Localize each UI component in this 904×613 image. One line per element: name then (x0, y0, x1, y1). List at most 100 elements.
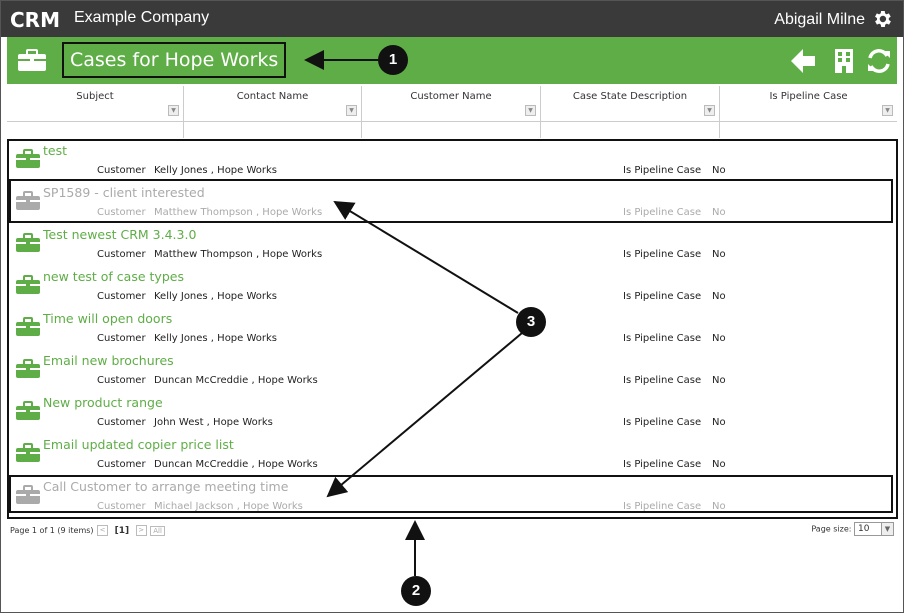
pipeline-value: No (712, 417, 726, 428)
pipeline-field-label: Is Pipeline Case (623, 291, 702, 302)
briefcase-icon (16, 275, 40, 294)
current-page[interactable]: [1] (114, 526, 130, 536)
pipeline-value: No (712, 249, 726, 260)
pipeline-field-label: Is Pipeline Case (623, 249, 702, 260)
customer-field-label: Customer (97, 459, 146, 470)
gear-icon[interactable] (871, 8, 893, 30)
pipeline-field-label: Is Pipeline Case (623, 207, 702, 218)
pipeline-field-label: Is Pipeline Case (623, 417, 702, 428)
pipeline-field-label: Is Pipeline Case (623, 501, 702, 512)
page-size-select[interactable]: 10 ▼ (854, 522, 894, 536)
page-header-bar: Cases for Hope Works (7, 37, 897, 84)
show-all-button[interactable]: All (150, 525, 165, 536)
column-headers: Subject ▼ Contact Name ▼ Customer Name ▼… (7, 86, 897, 122)
filter-dropdown-icon[interactable]: ▼ (168, 105, 179, 116)
customer-field-label: Customer (97, 501, 146, 512)
column-is-pipeline[interactable]: Is Pipeline Case ▼ (720, 86, 897, 122)
page-title: Cases for Hope Works (62, 42, 287, 78)
briefcase-icon (16, 149, 40, 168)
pipeline-value: No (712, 165, 726, 176)
pipeline-field-label: Is Pipeline Case (623, 165, 702, 176)
pager-info: Page 1 of 1 (9 items) (10, 526, 94, 535)
refresh-icon[interactable] (865, 47, 893, 75)
filter-dropdown-icon[interactable]: ▼ (704, 105, 715, 116)
filter-input-contact[interactable] (184, 122, 362, 138)
column-label: Case State Description (572, 91, 688, 102)
inactive-case-highlight (9, 475, 893, 513)
case-subject[interactable]: New product range (43, 395, 163, 410)
customer-field-label: Customer (97, 375, 146, 386)
pipeline-value: No (712, 207, 726, 218)
svg-text:CRM: CRM (10, 8, 60, 30)
filter-input-state[interactable] (541, 122, 720, 138)
page-size-label: Page size: (811, 524, 852, 534)
pipeline-value: No (712, 501, 726, 512)
case-subject[interactable]: Test newest CRM 3.4.3.0 (43, 227, 197, 242)
column-label: Is Pipeline Case (769, 91, 848, 102)
customer-field-label: Customer (97, 207, 146, 218)
filter-input-customer[interactable] (362, 122, 541, 138)
pipeline-field-label: Is Pipeline Case (623, 375, 702, 386)
page-size-value: 10 (858, 524, 870, 534)
back-arrow-icon[interactable] (789, 47, 817, 75)
customer-value: Matthew Thompson , Hope Works (154, 207, 323, 218)
callout-3: 3 (516, 307, 546, 337)
filter-input-pipeline[interactable] (720, 122, 897, 138)
pipeline-value: No (712, 291, 726, 302)
briefcase-icon (18, 49, 46, 71)
customer-value: Kelly Jones , Hope Works (154, 165, 278, 176)
filter-input-subject[interactable] (7, 122, 184, 138)
chevron-down-icon[interactable]: ▼ (881, 523, 893, 535)
customer-field-label: Customer (97, 249, 146, 260)
filter-dropdown-icon[interactable]: ▼ (525, 105, 536, 116)
callout-2: 2 (401, 576, 431, 606)
briefcase-icon (16, 401, 40, 420)
customer-field-label: Customer (97, 165, 146, 176)
case-subject[interactable]: test (43, 143, 68, 158)
top-bar: CRM Example Company Abigail Milne (1, 1, 903, 37)
next-page-button[interactable]: > (135, 525, 147, 536)
case-subject[interactable]: Email updated copier price list (43, 437, 234, 452)
customer-value: Kelly Jones , Hope Works (154, 333, 278, 344)
customer-value: Kelly Jones , Hope Works (154, 291, 278, 302)
case-subject[interactable]: new test of case types (43, 269, 184, 284)
inactive-case-highlight (9, 179, 893, 223)
filter-dropdown-icon[interactable]: ▼ (882, 105, 893, 116)
crm-logo[interactable]: CRM (10, 8, 66, 30)
column-case-state[interactable]: Case State Description ▼ (541, 86, 720, 122)
column-subject[interactable]: Subject ▼ (7, 86, 184, 122)
column-contact-name[interactable]: Contact Name ▼ (184, 86, 362, 122)
briefcase-icon (16, 359, 40, 378)
column-label: Contact Name (236, 91, 309, 102)
customer-field-label: Customer (97, 333, 146, 344)
column-customer-name[interactable]: Customer Name ▼ (362, 86, 541, 122)
filter-dropdown-icon[interactable]: ▼ (346, 105, 357, 116)
user-name[interactable]: Abigail Milne (774, 11, 865, 28)
briefcase-icon (16, 233, 40, 252)
briefcase-icon (16, 191, 40, 210)
briefcase-icon (16, 485, 40, 504)
prev-page-button[interactable]: < (97, 525, 109, 536)
case-subject[interactable]: SP1589 - client interested (43, 185, 205, 200)
pipeline-field-label: Is Pipeline Case (623, 333, 702, 344)
building-icon[interactable] (830, 47, 858, 75)
column-label: Customer Name (410, 91, 492, 102)
briefcase-icon (16, 443, 40, 462)
case-subject[interactable]: Time will open doors (43, 311, 173, 326)
customer-value: Duncan McCreddie , Hope Works (154, 459, 318, 470)
customer-field-label: Customer (97, 417, 146, 428)
briefcase-icon (16, 317, 40, 336)
case-subject[interactable]: Call Customer to arrange meeting time (43, 479, 289, 494)
company-name: Example Company (74, 9, 210, 26)
customer-value: John West , Hope Works (154, 417, 273, 428)
case-subject[interactable]: Email new brochures (43, 353, 174, 368)
